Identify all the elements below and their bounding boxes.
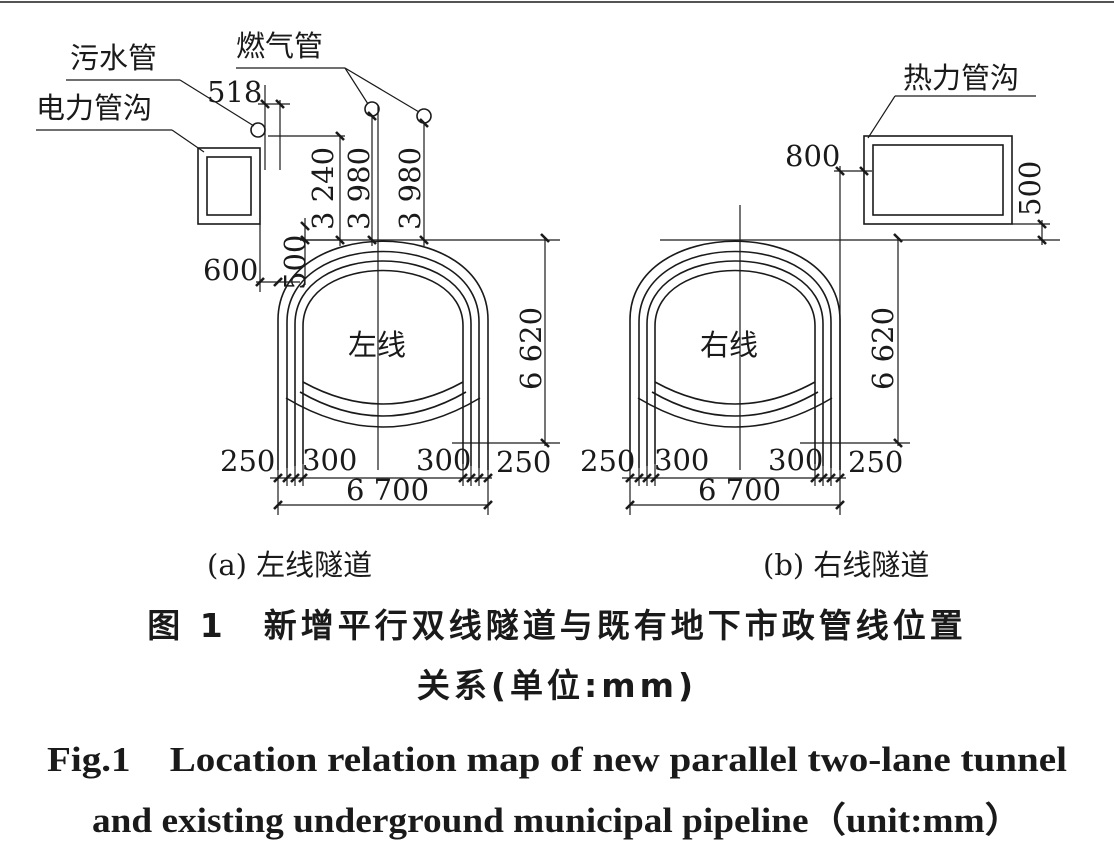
dim-6620-left: 6 620 xyxy=(514,307,548,390)
right-tunnel-ring-2 xyxy=(638,250,832,468)
heat-trench-outer xyxy=(863,135,1013,225)
right-tunnel-invert-inner xyxy=(651,391,819,417)
left-tunnel-ring-2 xyxy=(286,250,480,468)
dim-300-ll: 300 xyxy=(302,443,357,477)
subcaption-b: (b) 右线隧道 xyxy=(763,548,929,582)
heat-trench-label: 热力管沟 xyxy=(903,61,1019,95)
right-tunnel-panel xyxy=(622,95,1060,515)
left-tunnel-inner-ring xyxy=(302,269,464,464)
dim-3240: 3 240 xyxy=(306,147,340,230)
right-tunnel-ring-3 xyxy=(646,260,824,466)
caption-en-line1: Fig.1 Location relation map of new paral… xyxy=(47,740,1067,779)
dim-800: 800 xyxy=(785,139,840,173)
dim-250-rl: 250 xyxy=(580,444,635,478)
left-tunnel-outer-ring xyxy=(277,240,489,470)
dim-6700-right: 6 700 xyxy=(698,473,781,507)
left-tunnel-invert-line xyxy=(302,381,464,405)
left-tunnel-panel xyxy=(36,67,560,515)
sewer-leader xyxy=(179,79,255,127)
dim-250-rr: 250 xyxy=(848,445,903,479)
dim-3980-a: 3 980 xyxy=(342,147,376,230)
dim-500-right: 500 xyxy=(1013,161,1047,216)
gas-pipe-label: 燃气管 xyxy=(236,29,323,63)
gas-pipe-circle-2 xyxy=(416,108,432,124)
power-trench-label: 电力管沟 xyxy=(36,91,152,125)
dim-600: 600 xyxy=(203,253,258,287)
right-tunnel-invert-line xyxy=(654,381,816,405)
dim-300-lr: 300 xyxy=(416,443,471,477)
subcaption-a: (a) 左线隧道 xyxy=(207,548,372,582)
right-tunnel-inner-ring xyxy=(654,269,816,464)
power-trench-outer xyxy=(197,147,261,225)
dim-300-rl: 300 xyxy=(654,443,709,477)
dim-6700-left: 6 700 xyxy=(346,473,429,507)
dim-250-lr: 250 xyxy=(496,445,551,479)
dim-300-rr: 300 xyxy=(768,443,823,477)
gas-pipe-circle-1 xyxy=(364,101,380,117)
caption-en-line2: and existing underground municipal pipel… xyxy=(92,801,1022,840)
dim-250-ll: 250 xyxy=(220,444,275,478)
left-tunnel-invert-inner xyxy=(299,391,467,417)
caption-cn-line1: 图 1 新增平行双线隧道与既有地下市政管线位置 xyxy=(147,606,966,645)
dim-6620-right: 6 620 xyxy=(866,307,900,390)
dim-3980-b: 3 980 xyxy=(393,147,427,230)
power-trench-leader xyxy=(171,129,205,153)
heat-trench-inner xyxy=(872,144,1004,216)
caption-cn-line2: 关系(单位:mm) xyxy=(417,666,697,705)
dim-500-left: 500 xyxy=(278,235,312,290)
dim-518: 518 xyxy=(207,75,262,109)
sewer-pipe-label: 污水管 xyxy=(70,41,157,75)
left-tunnel-ring-3 xyxy=(294,260,472,466)
power-trench-inner xyxy=(206,156,252,216)
left-tunnel-invert-outer xyxy=(285,397,481,428)
right-tunnel-outer-ring xyxy=(629,240,841,470)
right-tunnel-invert-outer xyxy=(637,397,833,428)
right-line-label: 右线 xyxy=(700,328,758,362)
left-line-label: 左线 xyxy=(348,328,406,362)
heat-trench-leader xyxy=(867,95,896,139)
